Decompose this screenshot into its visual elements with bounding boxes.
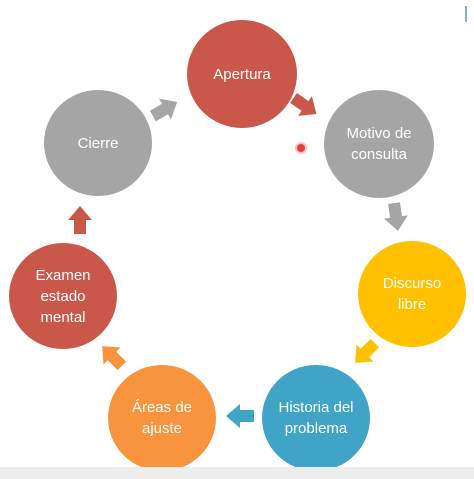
arrow-areas-to-examen	[94, 338, 131, 375]
arrow-icon	[149, 98, 178, 122]
bottom-strip	[0, 467, 474, 479]
arrow-discurso-to-historia	[347, 335, 384, 372]
node-discurso-label: Discurso libre	[382, 275, 442, 313]
node-motivo-label: Motivo de consulta	[346, 125, 412, 163]
node-historia-del-problema: Historia del problema	[262, 365, 370, 471]
node-areas-de-ajuste: Áreas de ajuste	[108, 365, 216, 471]
node-examen-label: Examen estado mental	[35, 266, 91, 326]
node-cierre-label: Cierre	[77, 134, 119, 152]
arrow-icon	[68, 206, 92, 234]
node-apertura: Apertura	[187, 20, 297, 128]
pointer-dot	[297, 144, 305, 152]
arrow-apertura-to-motivo	[287, 88, 324, 124]
node-discurso-libre: Discurso libre	[358, 241, 466, 347]
node-areas-label: Áreas de ajuste	[131, 399, 193, 437]
arrow-examen-to-cierre	[68, 206, 92, 234]
arrow-icon	[384, 202, 408, 231]
arrow-icon	[290, 93, 317, 116]
node-examen-estado-mental: Examen estado mental	[9, 243, 117, 349]
arrow-cierre-to-apertura	[147, 92, 183, 127]
arrow-icon	[226, 404, 254, 428]
node-apertura-label: Apertura	[213, 65, 271, 83]
edge-marker	[465, 6, 467, 22]
node-historia-label: Historia del problema	[278, 399, 354, 437]
node-cierre: Cierre	[44, 90, 152, 196]
arrow-historia-to-areas	[226, 404, 254, 428]
node-motivo-de-consulta: Motivo de consulta	[324, 90, 434, 198]
arrow-icon	[355, 338, 380, 363]
arrow-motivo-to-discurso	[382, 201, 410, 232]
arrow-icon	[102, 346, 127, 371]
